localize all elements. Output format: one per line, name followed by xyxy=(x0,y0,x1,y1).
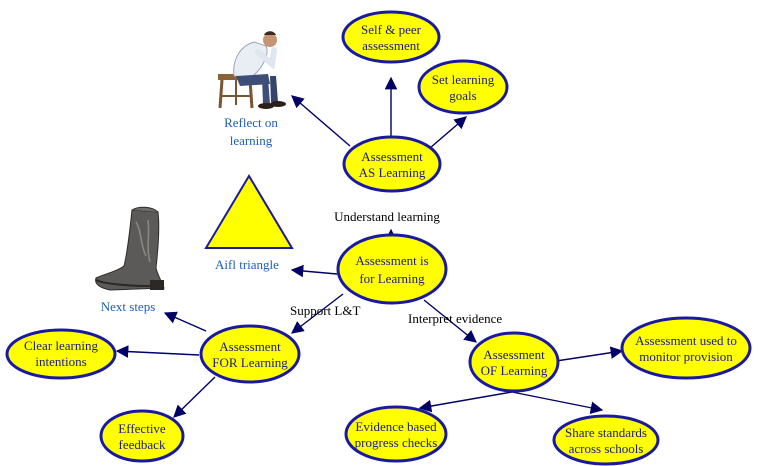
node-as-line2: AS Learning xyxy=(359,165,426,180)
connectors xyxy=(115,76,624,418)
node-for-line1: Assessment xyxy=(219,339,281,354)
arrow-of-to-share xyxy=(511,391,604,414)
arrow-center-to-for xyxy=(290,293,344,334)
caption-next-steps: Next steps xyxy=(101,299,156,314)
node-for-learning-ellipse xyxy=(199,324,301,384)
node-as-line1: Assessment xyxy=(361,149,423,164)
node-self-peer-line1: Self & peer xyxy=(361,22,422,37)
node-self-peer-line2: assessment xyxy=(362,38,420,53)
link-label-support: Support L&T xyxy=(290,303,360,318)
arrow-as-to-set-goals xyxy=(429,116,467,149)
cowboy-boot-icon xyxy=(95,206,165,291)
caption-reflect-line2: learning xyxy=(230,133,273,148)
node-evidence-line2: progress checks xyxy=(355,435,438,450)
node-center-line2: for Learning xyxy=(359,271,425,286)
node-center-ellipse xyxy=(336,233,448,305)
node-set-goals-line2: goals xyxy=(449,88,476,103)
node-evidence-line1: Evidence based xyxy=(355,419,437,434)
node-feedback-line2: feedback xyxy=(119,437,166,452)
node-set-goals-line1: Set learning xyxy=(432,72,495,87)
arrow-for-to-next-steps xyxy=(163,311,207,332)
node-set-goals-ellipse xyxy=(417,59,509,115)
node-share-line1: Share standards xyxy=(565,425,647,440)
node-center-line1: Assessment is xyxy=(355,253,428,268)
link-label-understand: Understand learning xyxy=(334,209,440,224)
node-share-ellipse xyxy=(552,414,660,466)
node-clear-line2: intentions xyxy=(35,354,86,369)
seated-thinking-man-icon xyxy=(218,31,286,109)
arrow-of-to-evidence xyxy=(418,391,513,413)
node-clear-line1: Clear learning xyxy=(24,338,98,353)
arrow-of-to-monitor xyxy=(555,346,624,362)
node-as-learning-ellipse xyxy=(342,135,442,193)
node-monitor-ellipse xyxy=(620,316,752,380)
node-monitor-line1: Assessment used to xyxy=(635,333,737,348)
node-of-line1: Assessment xyxy=(483,347,545,362)
node-feedback-ellipse xyxy=(99,409,185,463)
arrow-as-to-reflect xyxy=(291,95,351,147)
arrow-center-to-of xyxy=(423,299,477,343)
arrow-for-to-clear xyxy=(115,345,200,358)
node-share-line2: across schools xyxy=(569,441,644,456)
yellow-triangle-icon xyxy=(204,174,294,249)
caption-aifl-triangle: Aifl triangle xyxy=(215,257,279,272)
node-self-peer-ellipse xyxy=(341,10,441,64)
node-of-learning-ellipse xyxy=(468,331,560,393)
node-of-line2: OF Learning xyxy=(481,363,548,378)
node-for-line2: FOR Learning xyxy=(212,355,288,370)
arrow-for-to-feedback xyxy=(173,376,216,418)
node-evidence-ellipse xyxy=(344,405,448,463)
node-clear-intentions-ellipse xyxy=(5,328,117,380)
node-monitor-line2: monitor provision xyxy=(639,349,733,364)
node-feedback-line1: Effective xyxy=(118,421,166,436)
arrow-center-to-triangle xyxy=(290,264,338,278)
link-label-interpret: Interpret evidence xyxy=(408,311,502,326)
caption-reflect-line1: Reflect on xyxy=(224,115,278,130)
